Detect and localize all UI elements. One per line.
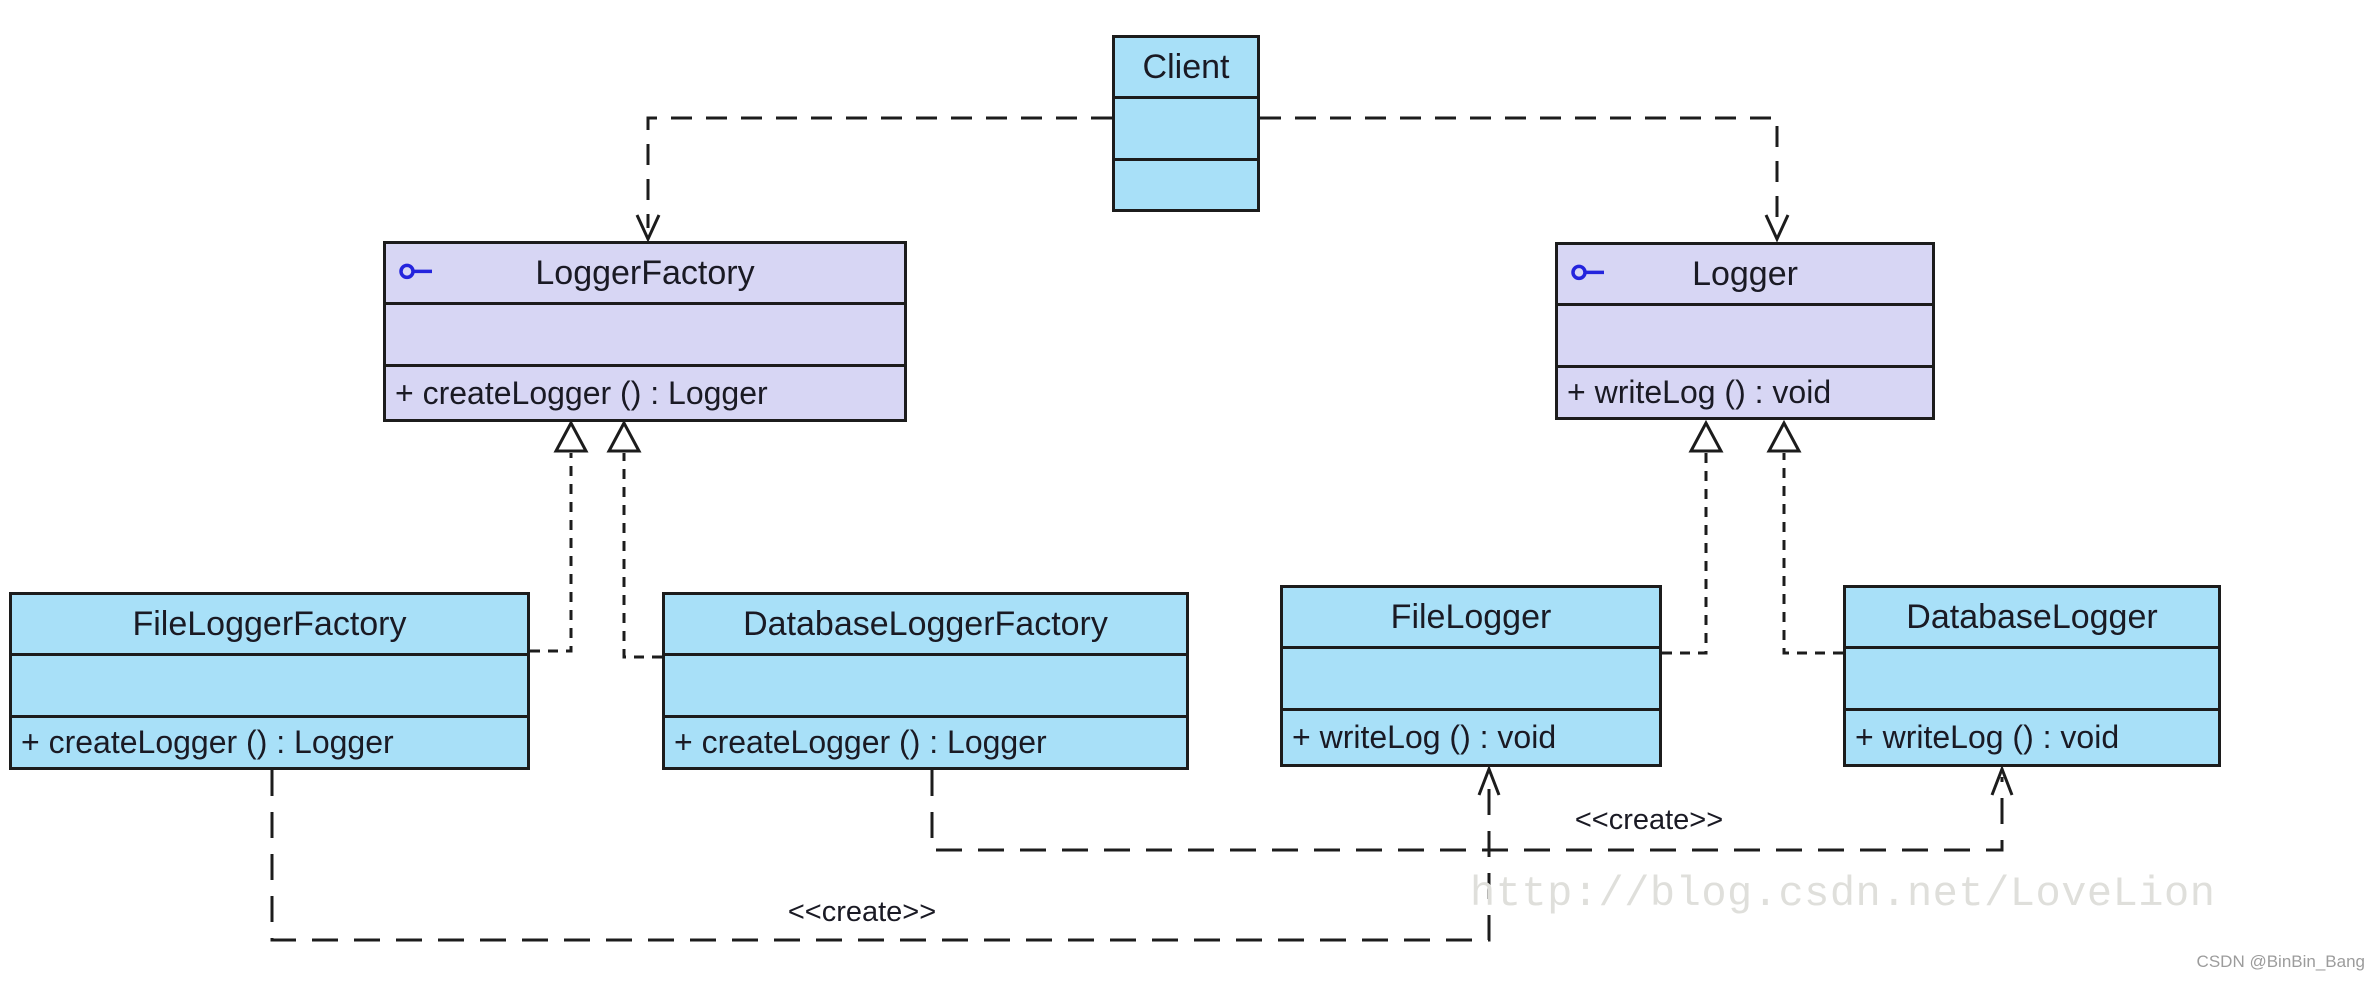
- methods-compartment: + createLogger () : Logger: [12, 715, 527, 767]
- attributes-compartment: [1846, 646, 2218, 708]
- methods-compartment: + writeLog () : void: [1283, 708, 1659, 764]
- methods-compartment: [1115, 158, 1257, 209]
- open-arrowhead-icon: [1990, 764, 2014, 796]
- method-label: + createLogger () : Logger: [21, 724, 394, 760]
- class-databaselogger: DatabaseLogger + writeLog () : void: [1843, 585, 2221, 767]
- create-dependency-databaseloggerfactory-to-databaselogger: [930, 770, 2004, 852]
- open-arrowhead-icon: [635, 214, 661, 243]
- hollow-triangle-icon: [606, 419, 642, 453]
- attributes-compartment: [1283, 646, 1659, 708]
- class-title-row: LoggerFactory: [386, 244, 904, 302]
- class-title: DatabaseLogger: [1906, 597, 2158, 636]
- attributes-compartment: [386, 302, 904, 364]
- class-filelogger: FileLogger + writeLog () : void: [1280, 585, 1662, 767]
- interface-lollipop-icon: [398, 261, 436, 281]
- class-fileloggerfactory: FileLoggerFactory + createLogger () : Lo…: [9, 592, 530, 770]
- create-stereotype-label: <<create>>: [1574, 804, 1724, 836]
- method-label: + createLogger () : Logger: [674, 724, 1047, 760]
- realization-databaselogger-to-logger: [1782, 453, 1843, 655]
- class-title: FileLogger: [1390, 597, 1552, 636]
- class-title: FileLoggerFactory: [132, 604, 407, 643]
- attributes-compartment: [12, 653, 527, 715]
- class-title-row: Logger: [1558, 245, 1932, 303]
- realization-fileloggerfactory-to-loggerfactory: [530, 453, 573, 653]
- attributes-compartment: [1115, 96, 1257, 158]
- dependency-client-to-logger: [1260, 116, 1779, 228]
- hollow-triangle-icon: [1766, 419, 1802, 453]
- class-title: LoggerFactory: [535, 253, 755, 292]
- methods-compartment: + writeLog () : void: [1558, 365, 1932, 417]
- methods-compartment: + writeLog () : void: [1846, 708, 2218, 764]
- interface-lollipop-icon: [1570, 262, 1608, 282]
- hollow-triangle-icon: [1688, 419, 1724, 453]
- attributes-compartment: [665, 653, 1186, 715]
- class-title: DatabaseLoggerFactory: [743, 604, 1108, 643]
- open-arrowhead-icon: [1477, 764, 1501, 796]
- attributes-compartment: [1558, 303, 1932, 365]
- class-logger: Logger + writeLog () : void: [1555, 242, 1935, 420]
- class-databaseloggerfactory: DatabaseLoggerFactory + createLogger () …: [662, 592, 1189, 770]
- method-label: + writeLog () : void: [1292, 719, 1557, 755]
- class-loggerfactory: LoggerFactory + createLogger () : Logger: [383, 241, 907, 422]
- class-title: Client: [1142, 47, 1230, 86]
- method-label: + writeLog () : void: [1567, 374, 1832, 410]
- realization-databaseloggerfactory-to-loggerfactory: [622, 453, 662, 659]
- create-stereotype-label: <<create>>: [787, 896, 937, 928]
- method-label: + createLogger () : Logger: [395, 374, 768, 411]
- method-label: + writeLog () : void: [1855, 719, 2120, 755]
- open-arrowhead-icon: [1764, 214, 1790, 243]
- dependency-client-to-loggerfactory: [646, 116, 1112, 228]
- class-client: Client: [1112, 35, 1260, 212]
- methods-compartment: + createLogger () : Logger: [386, 364, 904, 419]
- class-title: Logger: [1692, 254, 1798, 293]
- hollow-triangle-icon: [553, 419, 589, 453]
- watermark-url: http://blog.csdn.net/LoveLion: [1470, 870, 2216, 918]
- realization-filelogger-to-logger: [1662, 453, 1708, 655]
- methods-compartment: + createLogger () : Logger: [665, 715, 1186, 767]
- csdn-credit: CSDN @BinBin_Bang: [2196, 952, 2365, 971]
